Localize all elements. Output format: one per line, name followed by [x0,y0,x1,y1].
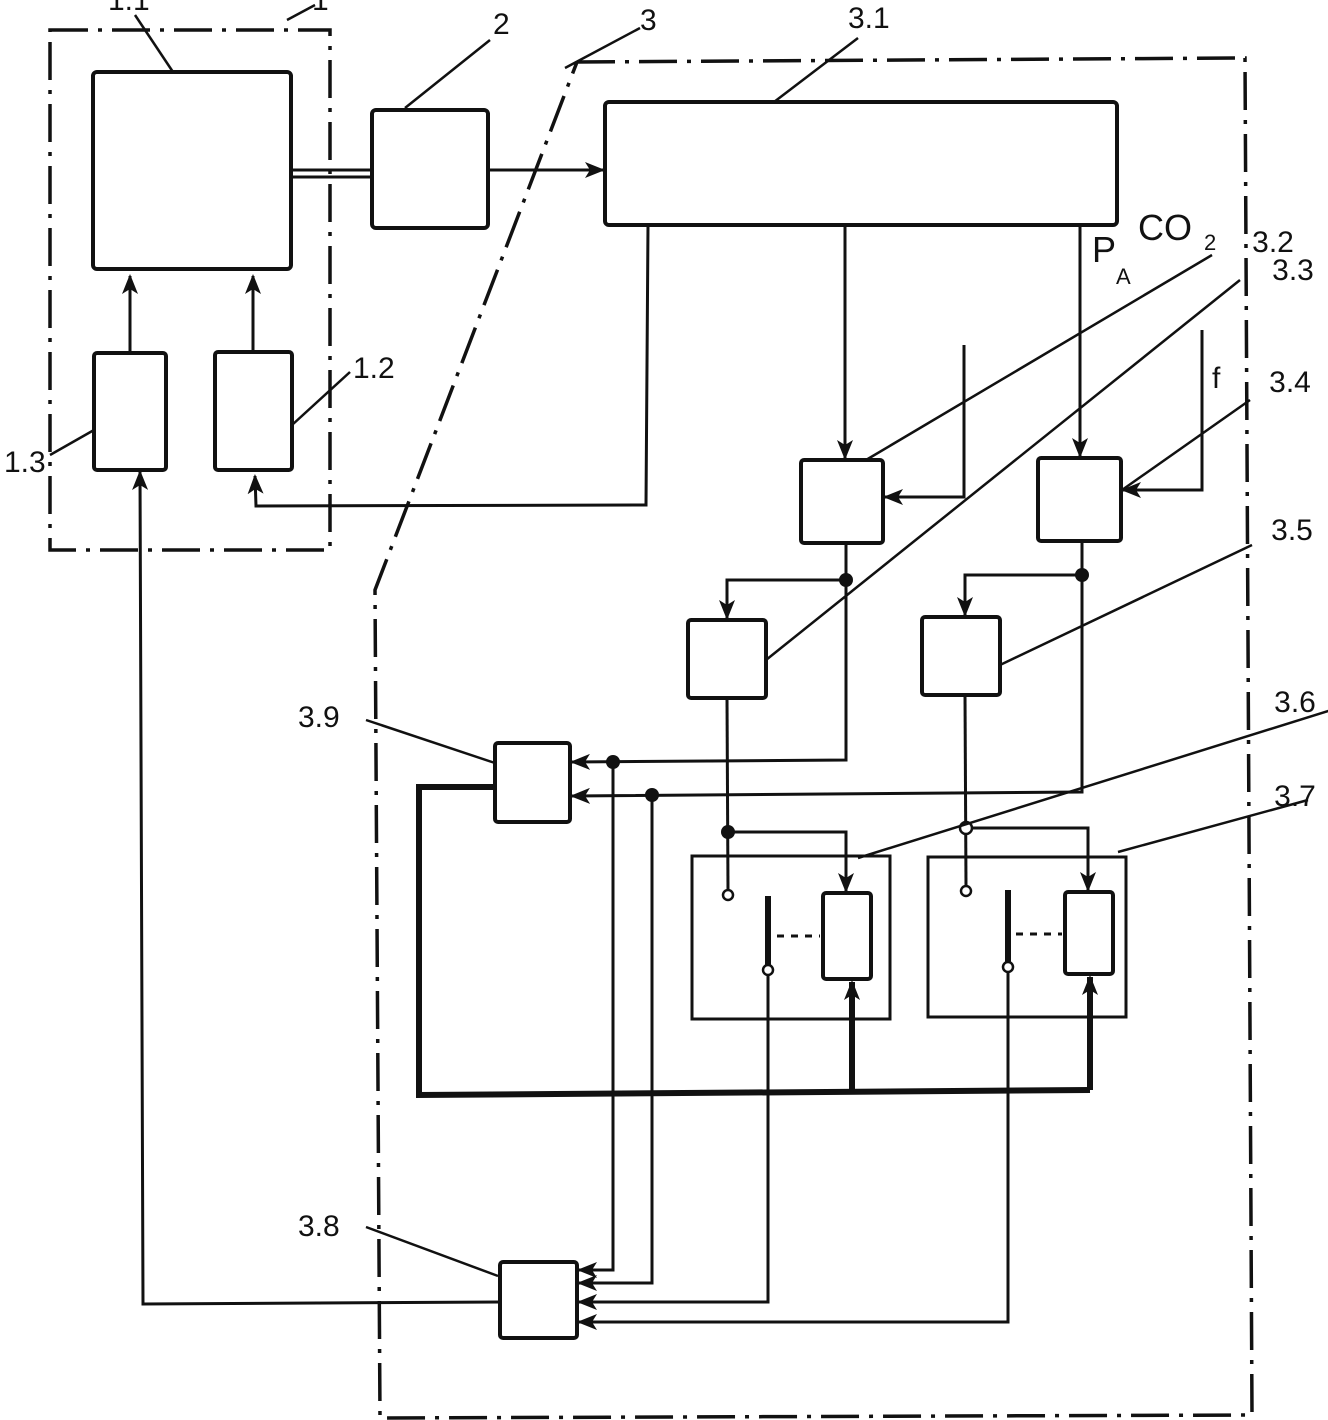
label-1-2: 1.2 [353,352,395,385]
label-3-6: 3.6 [1274,686,1316,719]
label-3-8: 3.8 [298,1210,340,1243]
label-3-1: 3.1 [848,2,890,35]
signal-pa-sub: A [1116,264,1131,289]
block-1-3 [92,351,168,472]
block-3-7-relay [1063,890,1115,976]
label-3: 3 [640,4,657,37]
label-3-2: 3.2 [1252,226,1294,259]
signal-co2: CO [1138,207,1192,248]
block-3-9 [493,741,572,824]
block-3-8 [498,1260,579,1340]
label-3-3: 3.3 [1272,254,1314,287]
label-1: 1 [312,0,329,17]
block-3-6-relay [821,891,873,981]
block-3-2 [799,458,885,545]
block-3-5 [920,615,1002,697]
label-3-7: 3.7 [1274,780,1316,813]
group-3-boundary [373,56,1254,1420]
signal-co2-sub: 2 [1204,230,1216,255]
block-3-3 [686,618,768,700]
block-3-6-frame [690,854,892,1021]
label-1-3: 1.3 [4,446,46,479]
label-1-1: 1.1 [108,0,150,17]
block-3-4 [1036,456,1123,543]
label-2: 2 [493,8,510,41]
block-3-7-frame [926,855,1128,1019]
signal-f: f [1212,362,1221,395]
block-1-2 [213,350,294,472]
label-3-5: 3.5 [1271,514,1313,547]
group-1-boundary [48,28,332,552]
label-3-9: 3.9 [298,701,340,734]
label-3-4: 3.4 [1269,366,1311,399]
block-1-1 [91,70,293,271]
block-3-1 [603,100,1119,227]
block-2 [370,108,490,230]
signal-pa: P [1092,229,1116,270]
